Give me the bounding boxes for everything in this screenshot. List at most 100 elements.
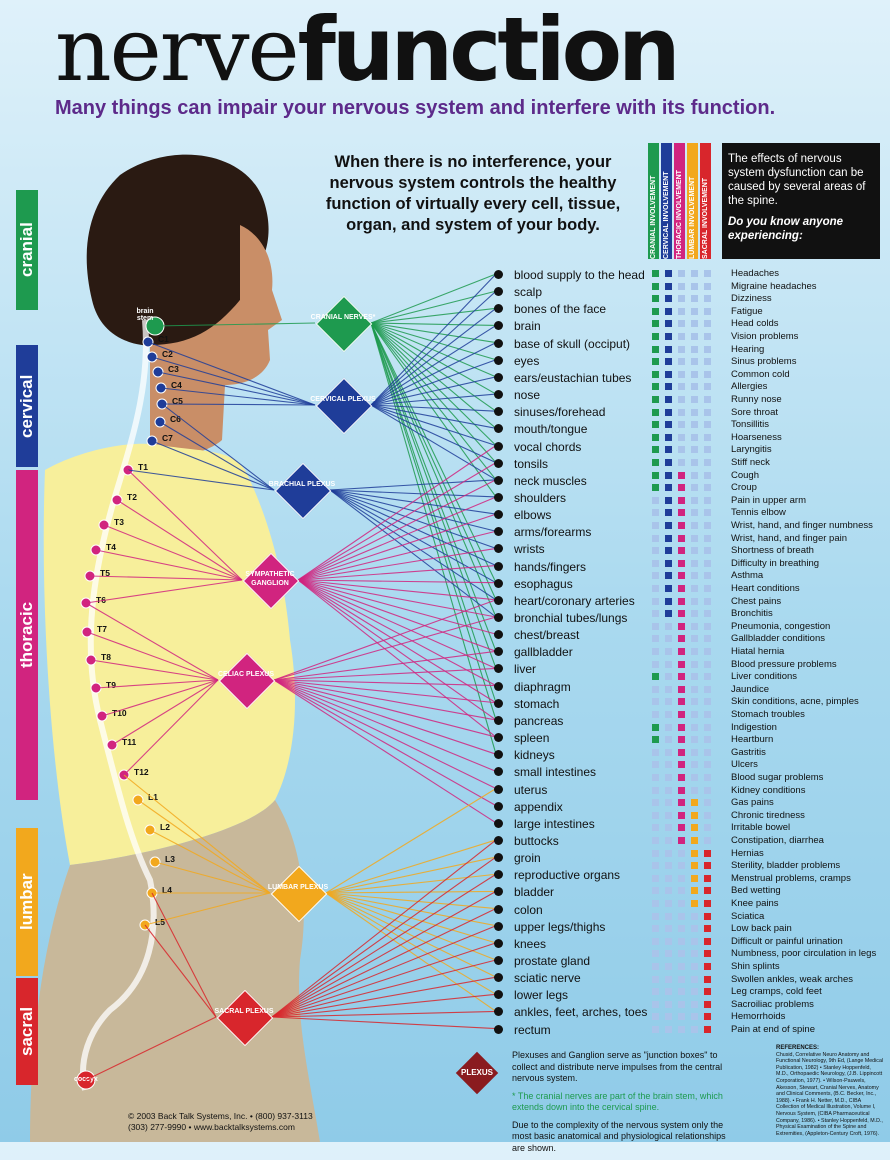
grid-cell xyxy=(665,824,672,832)
grid-cell xyxy=(652,509,659,517)
grid-cell xyxy=(704,963,711,970)
grid-cell xyxy=(652,635,659,643)
grid-cell xyxy=(704,610,711,618)
grid-cell xyxy=(652,295,659,303)
organ-name: heart/coronary arteries xyxy=(514,593,635,608)
grid-cell xyxy=(665,484,672,492)
vertebra-label-c1: C1 xyxy=(158,334,169,344)
grid-cell xyxy=(704,1026,711,1033)
grid-cell xyxy=(678,509,685,517)
organ-dot xyxy=(494,698,503,708)
grid-cell xyxy=(691,282,698,290)
copyright-line1: © 2003 Back Talk Systems, Inc. • (800) 9… xyxy=(128,1111,313,1121)
grid-cell xyxy=(665,459,672,466)
organ-name: bladder xyxy=(514,885,555,900)
grid-cell xyxy=(665,333,672,340)
grid-cell xyxy=(652,837,659,844)
grid-cell xyxy=(678,610,685,618)
grid-cell xyxy=(704,761,711,769)
grid-cell xyxy=(665,307,672,315)
grid-cell xyxy=(691,383,698,391)
organ-name: gallbladder xyxy=(514,645,573,660)
organ-dot xyxy=(494,1007,503,1017)
organ-name: rectum xyxy=(514,1022,551,1037)
grid-cell xyxy=(691,408,698,416)
vertebra-marker-l5 xyxy=(139,919,151,931)
organ-name: brain xyxy=(514,319,541,334)
plexus-diamond xyxy=(315,295,373,353)
grid-cell xyxy=(678,320,685,328)
organ-dot xyxy=(494,973,503,983)
grid-cell xyxy=(665,358,672,366)
grid-cell xyxy=(691,660,698,668)
symptom-item: Head colds xyxy=(731,318,779,330)
grid-cell xyxy=(652,585,659,592)
grid-cell xyxy=(678,1013,685,1021)
vertebra-label-c7: C7 xyxy=(162,433,173,443)
grid-cell xyxy=(704,837,711,844)
vertebra-label-t12: T12 xyxy=(134,767,149,777)
grid-cell xyxy=(704,522,711,529)
grid-cell xyxy=(665,648,672,655)
vertebra-label-t5: T5 xyxy=(100,568,110,578)
vertebra-marker-t10 xyxy=(96,710,108,722)
grid-cell xyxy=(691,459,698,466)
grid-cell xyxy=(665,975,672,983)
grid-cell xyxy=(678,748,685,756)
symptom-item: Stomach troubles xyxy=(731,709,805,720)
symptom-item: Difficulty in breathing xyxy=(731,557,820,569)
grid-cell xyxy=(652,862,659,870)
grid-cell xyxy=(678,585,685,592)
grid-cell xyxy=(704,975,711,983)
plexus-sacral: SACRAL PLEXUS xyxy=(210,989,278,1047)
grid-cell xyxy=(704,1013,711,1021)
grid-cell xyxy=(691,484,698,492)
region-label-cranial: cranial xyxy=(16,190,38,310)
grid-cell xyxy=(665,660,672,668)
symptom-item: Pain in upper arm xyxy=(731,494,806,506)
title-light: nerve xyxy=(55,0,300,101)
organ-name: small intestines xyxy=(514,765,597,780)
grid-cell xyxy=(665,610,672,618)
vertebra-marker-t2 xyxy=(111,494,123,506)
grid-cell xyxy=(652,547,659,555)
grid-cell xyxy=(652,282,659,290)
organ-dot xyxy=(494,938,503,948)
cranial-nerve-note: * The cranial nerves are part of the bra… xyxy=(512,1090,723,1113)
grid-cell xyxy=(691,559,698,567)
grid-cell xyxy=(665,673,672,681)
grid-cell xyxy=(665,597,672,605)
grid-cell xyxy=(678,837,685,844)
organ-dot xyxy=(494,390,503,400)
symptom-item: Liver conditions xyxy=(731,671,798,683)
organ-name: large intestines xyxy=(514,816,595,831)
organ-dot xyxy=(494,715,503,725)
complexity-note: Due to the complexity of the nervous sys… xyxy=(512,1119,726,1153)
grid-cell xyxy=(665,963,672,970)
grid-cell xyxy=(691,496,698,504)
symptom-item: Skin conditions, acne, pimples xyxy=(731,696,859,708)
grid-cell xyxy=(652,484,659,492)
vertebra-marker-l2 xyxy=(144,824,156,836)
grid-cell xyxy=(691,698,698,706)
grid-cell xyxy=(665,799,672,807)
grid-cell xyxy=(704,396,711,403)
organ-dot xyxy=(494,784,503,794)
grid-cell xyxy=(665,396,672,403)
grid-cell xyxy=(665,900,672,907)
organ-dot xyxy=(494,510,503,520)
grid-cell xyxy=(704,925,711,933)
grid-cell xyxy=(691,534,698,542)
grid-cell xyxy=(678,270,685,277)
grid-cell xyxy=(678,446,685,454)
grid-cell xyxy=(691,622,698,630)
grid-cell xyxy=(704,673,711,681)
symptom-item: Tonsillitis xyxy=(731,419,770,431)
grid-cell xyxy=(652,849,659,857)
grid-cell xyxy=(665,925,672,933)
grid-cell xyxy=(691,433,698,441)
grid-cell xyxy=(678,887,685,895)
symptom-item: Blood sugar problems xyxy=(731,772,824,783)
organ-dot xyxy=(494,475,503,485)
grid-cell xyxy=(704,509,711,517)
